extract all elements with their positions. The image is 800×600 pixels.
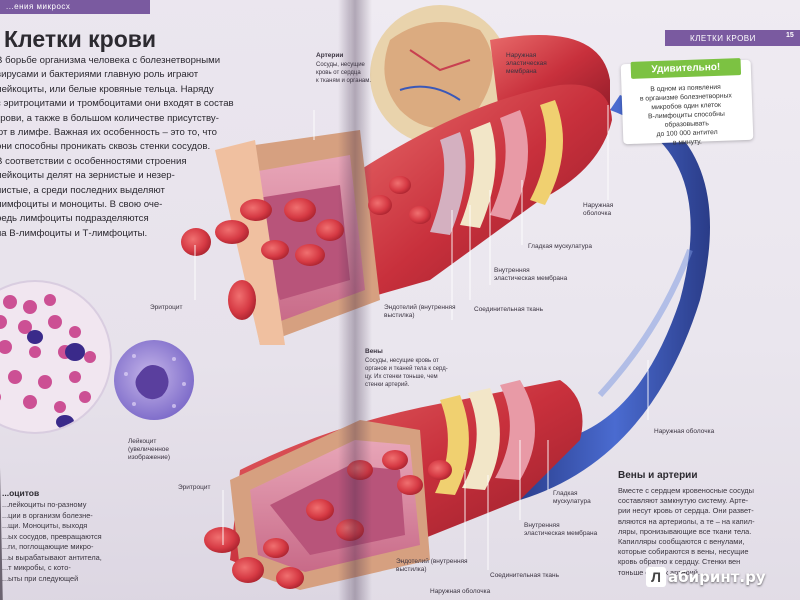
label-leukocyte: изображение) [128, 454, 171, 461]
label-connective-bottom: Соединительная ткань [490, 572, 559, 579]
veins-note-line: органов и тканей тела к серд- [365, 366, 448, 372]
label-erythrocyte-top: Эритроцит [150, 304, 183, 311]
section-header-left: ...ения микросх [6, 2, 71, 11]
intro-line: на В-лимфоциты и Т-лимфоциты. [0, 227, 148, 239]
label-connective-top: Соединительная ткань [474, 306, 543, 313]
leukocyte-section-heading: ...оцитов [2, 488, 40, 498]
label-smooth-muscle-top: Гладкая мускулатура [528, 243, 592, 250]
fact-callout-title: Удивительно! [630, 58, 742, 79]
leukocyte-section-text: ...лейкоциты по-разному ...ции в организ… [2, 500, 112, 584]
veins-note-title: Вены [365, 348, 383, 355]
intro-line: с эритроцитами и тромбоцитами они входят… [0, 98, 234, 110]
artery-note-line: Сосуды, несущие [316, 62, 365, 68]
blood-smear-image [0, 282, 110, 432]
intro-line: они способны проникать сквозь стенки сос… [0, 141, 211, 153]
leukocyte-line: ...ых сосудов, превращаются [2, 531, 102, 541]
label-outer-shell: Наружная [583, 202, 614, 209]
fact-callout: Удивительно! В одном из появления в орга… [620, 58, 754, 147]
veins-note-line: Сосуды, несущие кровь от [365, 358, 439, 364]
label-outer-membrane: Наружная [506, 52, 537, 59]
artery-note-line: кровь от сердца [316, 70, 361, 76]
label-outer-shell-blue: Наружная оболочка [654, 428, 715, 435]
leukocyte-line: ...т микробы, с кото- [2, 563, 71, 572]
label-inner-membrane-bottom: эластическая мембрана [524, 530, 598, 537]
veins-line: Капилляры сообщаются с венулами, [618, 537, 745, 547]
veins-line: составляют замкнутую систему. Арте- [618, 496, 749, 506]
label-endothelium-top: выстилка) [384, 312, 415, 319]
label-leukocyte: Лейкоцит [128, 438, 157, 445]
leukocyte-line: ...щи. Моноциты, выходя [2, 521, 88, 530]
leukocyte-image [114, 340, 194, 420]
veins-line: Вместе с сердцем кровеносные сосуды [618, 486, 754, 495]
label-inner-membrane-top: Внутренняя [494, 267, 530, 274]
page-title: Клетки крови [4, 26, 157, 52]
label-erythrocyte-bottom: Эритроцит [178, 484, 211, 491]
label-outer-shell: оболочка [583, 210, 612, 217]
artery-note-line: к тканям и органам. [316, 78, 372, 84]
label-outer-membrane-bottom: Наружная оболочка [430, 588, 491, 595]
section-header-right: КЛЕТКИ КРОВИ [690, 34, 756, 43]
veins-line: ляры, пронизывающие все ткани тела. [618, 526, 752, 536]
header-band-left [0, 0, 150, 14]
intro-line: лейкоциты делят на зернистые и незер- [0, 170, 175, 182]
intro-line: ют в лимфе. Важная их особенность – это … [0, 127, 218, 139]
labirint-logo-icon: Л [646, 567, 666, 587]
artery-note-title: Артерии [316, 52, 344, 59]
intro-line: лейкоциты, или белые кровяные тельца. На… [0, 83, 214, 95]
intro-line: нистые, а среди последних выделяют [0, 184, 165, 196]
label-outer-membrane: мембрана [506, 68, 537, 75]
intro-line: крови, а также в большом количестве прис… [0, 112, 219, 124]
label-inner-membrane-top: эластическая мембрана [494, 275, 568, 282]
intro-line: вирусами и бактериями главную роль играю… [0, 69, 199, 81]
intro-line: В борьбе организма человека с болезнетво… [0, 55, 221, 66]
page-number: 15 [786, 32, 794, 39]
label-smooth-muscle-bottom: Гладкая [553, 490, 578, 497]
label-endothelium-top: Эндотелий (внутренняя [384, 304, 456, 311]
leukocyte-line: ...ги, поглощающие микро- [2, 542, 94, 551]
leukocyte-line: ...ции в организм болезне- [2, 510, 93, 520]
label-endothelium-bottom: Эндотелий (внутренняя [396, 558, 468, 565]
veins-line: которые собираются в вены, несущие [618, 547, 749, 557]
label-outer-membrane: эластическая [506, 60, 547, 67]
veins-note-line: стенки артерий. [365, 382, 410, 388]
book-gutter [338, 0, 372, 600]
leukocyte-line: ...ыты при следующей [2, 573, 79, 583]
header-band-right [665, 30, 800, 46]
labirint-logo-text: абиринт.ру [668, 568, 766, 586]
veins-line: рии несут кровь от сердца. Они развет- [618, 506, 754, 516]
veins-arteries-heading: Вены и артерии [618, 470, 698, 481]
label-leukocyte: (увеличенное [128, 446, 170, 453]
veins-line: кровь обратно к сердцу. Стенки вен [618, 557, 741, 567]
fact-callout-text: В одном из появления в организме болезне… [629, 82, 743, 149]
label-endothelium-bottom: выстилка) [396, 566, 427, 573]
intro-paragraph: В борьбе организма человека с болезнетво… [0, 54, 246, 241]
intro-line: редь лимфоциты подразделяются [0, 213, 149, 225]
veins-note-line: цу. Их стенки тоньше, чем [365, 374, 438, 380]
label-inner-membrane-bottom: Внутренняя [524, 522, 560, 529]
labirint-watermark: Л абиринт.ру [646, 565, 796, 589]
intro-line: лимфоциты и моноциты. В свою оче- [0, 199, 163, 211]
intro-line: В соответствии с особенностями строения [0, 155, 187, 167]
label-smooth-muscle-bottom: мускулатура [553, 498, 591, 505]
leukocyte-line: ...ы вырабатывают антитела, [2, 552, 102, 562]
veins-line: вляются на артериолы, а те – на капил- [618, 516, 755, 526]
leukocyte-line: ...лейкоциты по-разному [2, 500, 87, 509]
